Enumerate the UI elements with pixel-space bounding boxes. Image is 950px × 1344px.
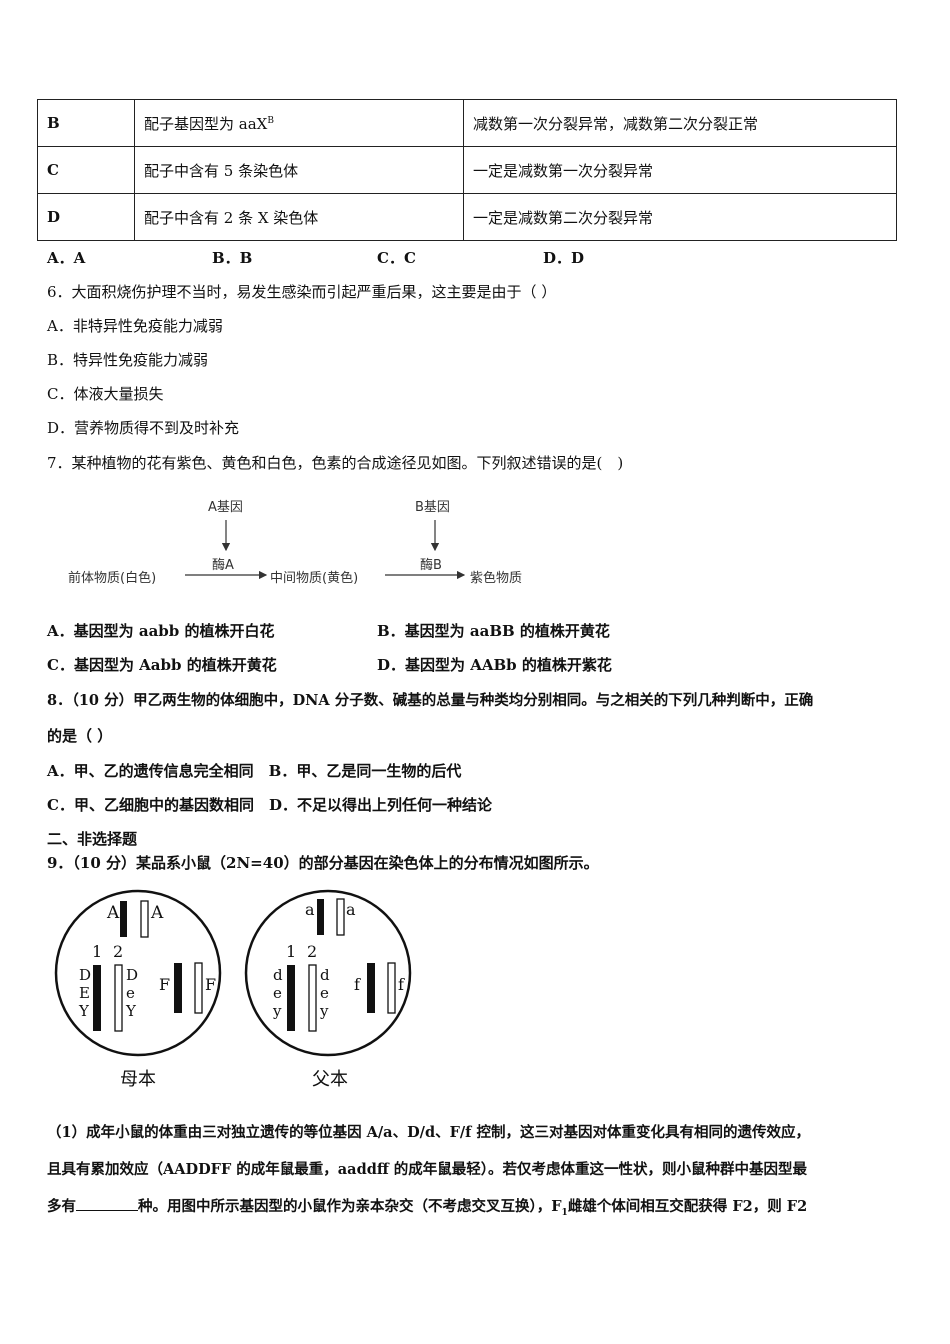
- q5-option-a: A．A: [47, 249, 86, 267]
- row-desc: 配子中含有 5 条染色体: [134, 146, 464, 194]
- q8-options-line2: C．甲、乙细胞中的基因数相同 D．不足以得出上列任何一种结论: [47, 796, 492, 814]
- mother-chromosome-1-label: 1: [92, 942, 103, 961]
- section-heading: 二、非选择题: [47, 830, 138, 848]
- q9-sub1-line1: （1）成年小鼠的体重由三对独立遗传的等位基因 A/a、D/d、F/f 控制，这三…: [47, 1124, 810, 1141]
- q6-option-d: D．营养物质得不到及时补充: [47, 419, 240, 437]
- q9-stem: 9．（10 分）某品系小鼠（2N=40）的部分基因在染色体上的分布情况如图所示。: [47, 854, 599, 872]
- mother-label: 母本: [120, 1069, 156, 1090]
- row-desc: 配子中含有 2 条 X 染色体: [134, 193, 464, 241]
- q8-stem-line2: 的是（ ）: [47, 727, 113, 745]
- enzyme-b-label: 酶B: [420, 558, 442, 573]
- gene-a-label: A基因: [208, 500, 243, 515]
- row-label: C: [37, 146, 135, 194]
- mother-f-left: F: [159, 975, 171, 994]
- mother-chromosome-2-label: 2: [113, 942, 124, 961]
- q5-option-b: B．B: [212, 249, 253, 267]
- gene-b-label: B基因: [415, 500, 450, 515]
- answer-blank[interactable]: [76, 1196, 138, 1211]
- intermediate-label: 中间物质(黄色): [270, 571, 359, 586]
- father-chromosome-2-label: 2: [307, 942, 318, 961]
- father-chromosome-1-label: 1: [286, 942, 297, 961]
- q5-option-d: D．D: [543, 249, 585, 267]
- row-label: D: [37, 193, 135, 241]
- father-f-left: f: [354, 975, 360, 994]
- table-row: D 配子中含有 2 条 X 染色体 一定是减数第二次分裂异常: [37, 193, 897, 241]
- mother-top-right-gene: A: [151, 903, 164, 923]
- q6-stem: 6．大面积烧伤护理不当时，易发生感染而引起严重后果，这主要是由于（ ）: [47, 283, 557, 301]
- q9-sub1-line2: 且具有累加效应（AADDFF 的成年鼠最重，aaddff 的成年鼠最轻）。若仅考…: [47, 1161, 808, 1178]
- mother-top-left-gene: A: [107, 903, 120, 923]
- q7-stem: 7．某种植物的花有紫色、黄色和白色，色素的合成途径见如图。下列叙述错误的是( ): [47, 454, 624, 472]
- q6-option-c: C．体液大量损失: [47, 385, 164, 403]
- q7-option-b: B．基因型为 aaBB 的植株开黄花: [377, 622, 610, 640]
- table-row: C 配子中含有 5 条染色体 一定是减数第一次分裂异常: [37, 146, 897, 194]
- row-judgment: 一定是减数第二次分裂异常: [463, 193, 897, 241]
- product-label: 紫色物质: [470, 571, 523, 586]
- father-top-right-gene: a: [346, 900, 356, 919]
- pathway-arrows: [185, 520, 466, 580]
- row-label: B: [37, 99, 135, 147]
- father-label: 父本: [312, 1069, 348, 1090]
- q9-sub1-line3: 多有种。用图中所示基因型的小鼠作为亲本杂交（不考虑交叉互换），F1雌雄个体间相互…: [47, 1196, 808, 1218]
- q6-option-b: B．特异性免疫能力减弱: [47, 351, 209, 369]
- pathway-diagram: A基因 B基因 酶A 酶B 前体物质(白色) 中间物质(黄色) 紫色物质: [60, 492, 550, 592]
- father-top-left-gene: a: [305, 900, 315, 919]
- enzyme-a-label: 酶A: [212, 558, 234, 573]
- father-f-right: f: [398, 975, 404, 994]
- row-judgment: 一定是减数第一次分裂异常: [463, 146, 897, 194]
- mother-f-right: F: [205, 975, 217, 994]
- row-judgment: 减数第一次分裂异常，减数第二次分裂正常: [463, 99, 897, 147]
- precursor-label: 前体物质(白色): [68, 571, 157, 586]
- table-row: B 配子基因型为 aaXB 减数第一次分裂异常，减数第二次分裂正常: [37, 99, 897, 147]
- q6-option-a: A．非特异性免疫能力减弱: [47, 317, 223, 335]
- q8-options-line1: A．甲、乙的遗传信息完全相同 B．甲、乙是同一生物的后代: [47, 762, 462, 780]
- row-desc: 配子基因型为 aaXB: [134, 99, 464, 147]
- q7-option-d: D．基因型为 AABb 的植株开紫花: [377, 656, 612, 674]
- q5-option-c: C．C: [377, 249, 416, 267]
- q8-stem-line1: 8．（10 分）甲乙两生物的体细胞中，DNA 分子数、碱基的总量与种类均分别相同…: [47, 692, 814, 709]
- question5-table: B 配子基因型为 aaXB 减数第一次分裂异常，减数第二次分裂正常 C 配子中含…: [37, 99, 897, 241]
- chromosome-drawing: [54, 889, 412, 1057]
- q7-option-a: A．基因型为 aabb 的植株开白花: [47, 622, 275, 640]
- q7-option-c: C．基因型为 Aabb 的植株开黄花: [47, 656, 277, 674]
